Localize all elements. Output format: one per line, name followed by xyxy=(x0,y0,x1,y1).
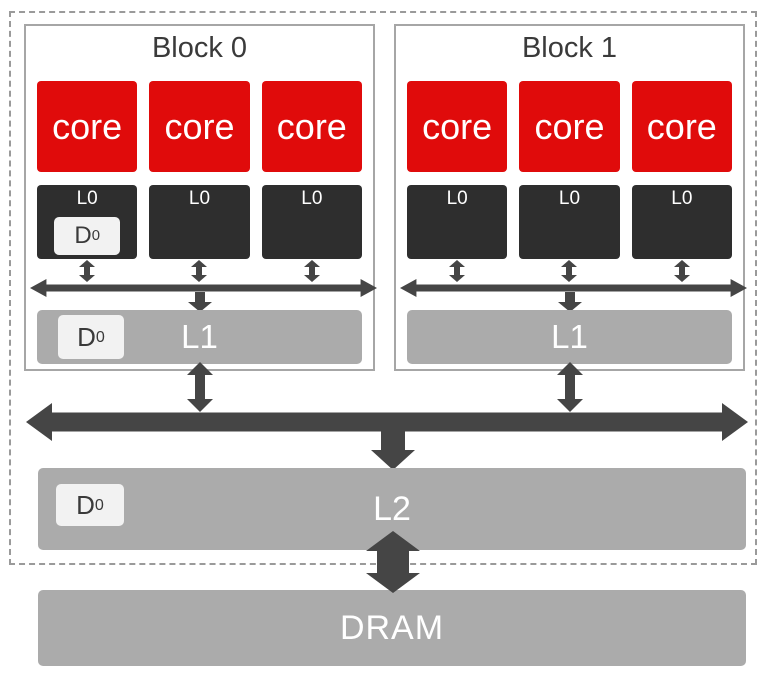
block-title: Block 0 xyxy=(151,32,248,64)
double-arrow-icon xyxy=(673,260,690,282)
l2-to-dram-arrow-icon xyxy=(366,531,420,593)
l1-label: L1 xyxy=(181,318,218,355)
cores-row: core core core xyxy=(407,81,732,172)
double-arrow-icon xyxy=(303,260,320,282)
double-arrow-icon xyxy=(449,260,466,282)
l0-cache-box: L0 xyxy=(407,185,508,259)
arrow-cell xyxy=(407,260,507,282)
block-title: Block 1 xyxy=(521,32,618,64)
l0-label: L0 xyxy=(446,188,468,209)
l1-to-bus-arrow-icon xyxy=(187,362,213,412)
cores-row: core core core xyxy=(37,81,362,172)
l0-cache-box: L0 xyxy=(149,185,250,259)
block-bus-arrow-icon xyxy=(400,279,747,297)
main-bus-arrow-icon xyxy=(26,403,748,470)
badge-text: D xyxy=(77,321,96,352)
l0-cache-box: L0 xyxy=(519,185,620,259)
l0-label: L0 xyxy=(188,188,211,209)
l1-to-bus-arrow-icon xyxy=(557,362,583,412)
core-box: core xyxy=(37,81,138,172)
badge-subscript: 0 xyxy=(95,327,105,346)
badge-subscript: 0 xyxy=(91,227,100,244)
core-box: core xyxy=(261,81,362,172)
bus-to-l1-arrow-icon xyxy=(187,292,212,312)
l1-label: L1 xyxy=(551,318,588,355)
l0-bus-arrows xyxy=(407,260,732,282)
l0-bus-arrows xyxy=(37,260,362,282)
l0-label: L0 xyxy=(76,188,98,209)
core-box: core xyxy=(407,81,508,172)
bus-to-l1-arrow-icon xyxy=(557,292,582,312)
l0-cache-box: L0 xyxy=(631,185,732,259)
l0-row: L0 L0 L0 xyxy=(407,185,732,259)
arrow-cell xyxy=(37,260,137,282)
l2-label: L2 xyxy=(373,489,411,528)
badge-subscript: 0 xyxy=(94,495,104,514)
double-arrow-icon xyxy=(561,260,578,282)
l0-cache-box: L0 xyxy=(261,185,362,259)
core-box: core xyxy=(631,81,732,172)
dram-box: DRAM xyxy=(38,590,746,666)
l1-cache-box: L1 xyxy=(407,310,732,364)
double-arrow-icon xyxy=(79,260,96,282)
core-box: core xyxy=(519,81,620,172)
badge-text: D xyxy=(74,222,92,249)
dram-label: DRAM xyxy=(339,608,445,647)
l0-label: L0 xyxy=(671,188,693,209)
core-box: core xyxy=(149,81,250,172)
l0-label: L0 xyxy=(301,188,323,209)
block-bus-arrow-icon xyxy=(30,279,377,297)
arrow-cell xyxy=(262,260,362,282)
arrow-cell xyxy=(519,260,619,282)
block-1: Block 1 core core core L0 L0 L0 xyxy=(394,24,747,371)
arrow-cell xyxy=(149,260,249,282)
double-arrow-icon xyxy=(191,260,208,282)
badge-text: D xyxy=(76,489,95,520)
l0-label: L0 xyxy=(558,188,581,209)
arrow-cell xyxy=(632,260,732,282)
